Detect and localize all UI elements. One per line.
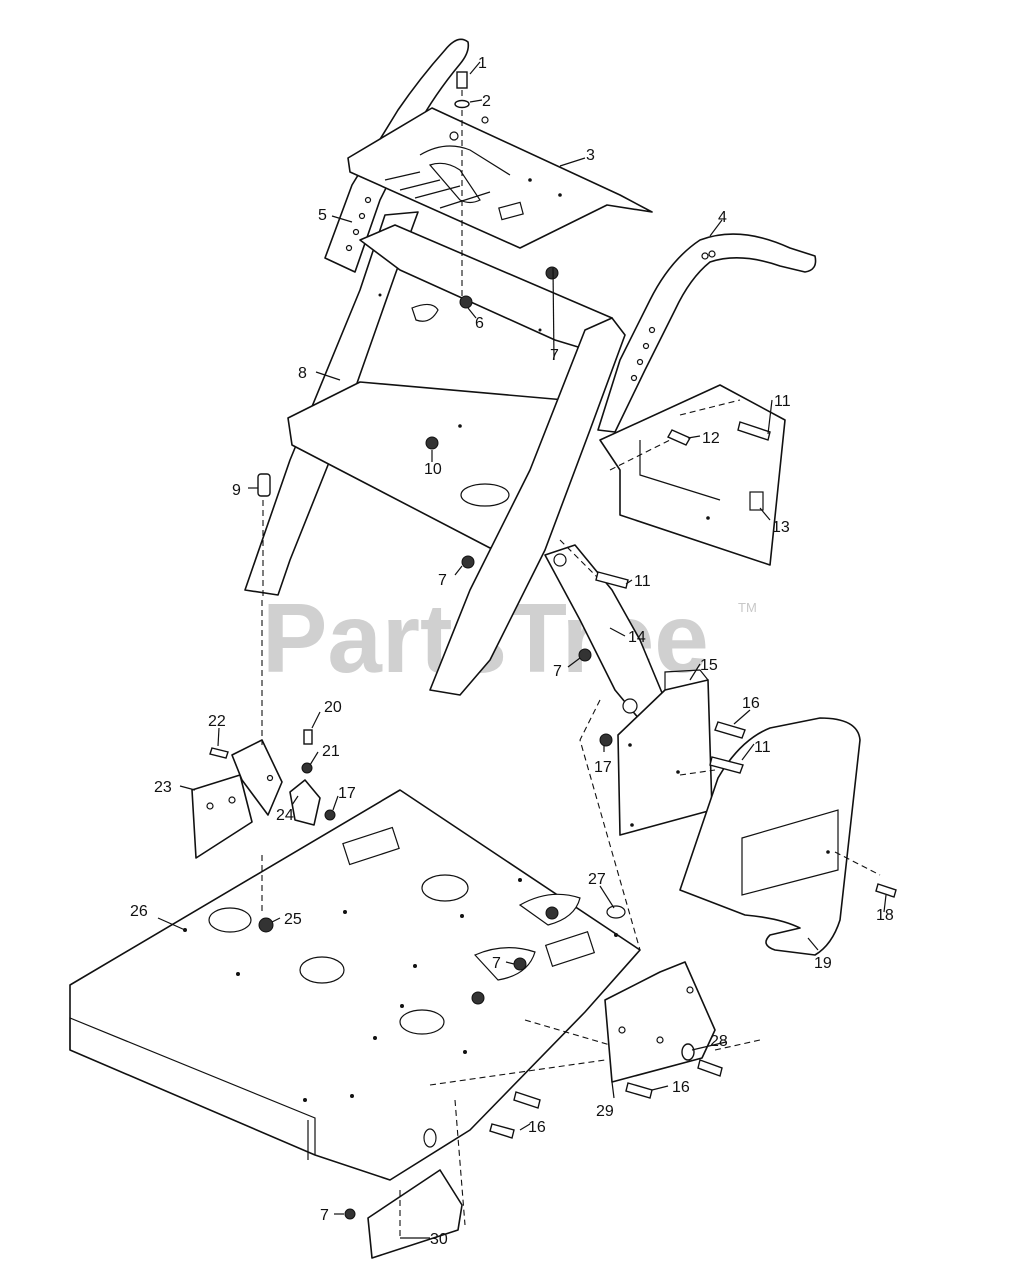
part-30-bottom-bracket[interactable] [367,1169,463,1259]
callout-21: 21 [322,743,340,760]
part-4-handle-right[interactable] [597,233,817,433]
callout-labels: 1 2 3 4 5 6 7 8 9 10 11 12 13 7 11 14 7 … [130,55,894,1248]
callout-26: 26 [130,903,148,920]
callout-16-rear: 16 [672,1079,690,1096]
callout-27: 27 [588,871,606,888]
part-15-mounting-plate[interactable] [617,669,713,836]
callout-7-brace: 7 [553,663,562,680]
callout-leader-lines [157,61,887,1239]
callout-1: 1 [478,55,487,72]
callout-7-bottom: 7 [320,1207,329,1224]
callout-8: 8 [298,365,307,382]
callout-23: 23 [154,779,172,796]
part-3-footrest-plate[interactable] [347,107,653,249]
callout-6: 6 [475,315,484,332]
callout-10: 10 [424,461,442,478]
callout-7-middle: 7 [438,572,447,589]
callout-18: 18 [876,907,894,924]
callout-2: 2 [482,93,491,110]
callout-11-middle: 11 [634,573,651,590]
part-24-clip[interactable] [289,779,321,826]
callout-3: 3 [586,147,595,164]
callout-16-front: 16 [528,1119,546,1136]
callout-7-deck: 7 [492,955,501,972]
watermark-trademark: TM [738,600,757,615]
callout-17-right: 17 [594,759,612,776]
part-19-shroud-cover[interactable] [679,717,861,956]
callout-7-upper: 7 [550,347,559,364]
callout-12: 12 [702,430,720,447]
callout-28: 28 [710,1033,728,1050]
callout-5: 5 [318,207,327,224]
callout-11-top: 11 [774,393,791,410]
callout-17-left: 17 [338,785,356,802]
part-8-main-frame[interactable] [244,211,626,696]
callout-29: 29 [596,1103,614,1120]
part-23-left-bracket[interactable] [191,739,283,859]
callout-4: 4 [718,209,727,226]
callout-20: 20 [324,699,342,716]
callout-13: 13 [772,519,790,536]
part-26-deck-platform[interactable] [69,789,641,1181]
callout-19: 19 [814,955,832,972]
callout-25: 25 [284,911,302,928]
assembly-guide-lines [261,90,881,1240]
callout-15: 15 [700,657,718,674]
callout-24: 24 [276,807,294,824]
hardware-fasteners [209,71,897,1220]
callout-22: 22 [208,713,226,730]
callout-11-lower: 11 [754,739,771,756]
callout-16-upper: 16 [742,695,760,712]
callout-14: 14 [628,629,646,646]
callout-30: 30 [430,1231,448,1248]
callout-9: 9 [232,482,241,499]
